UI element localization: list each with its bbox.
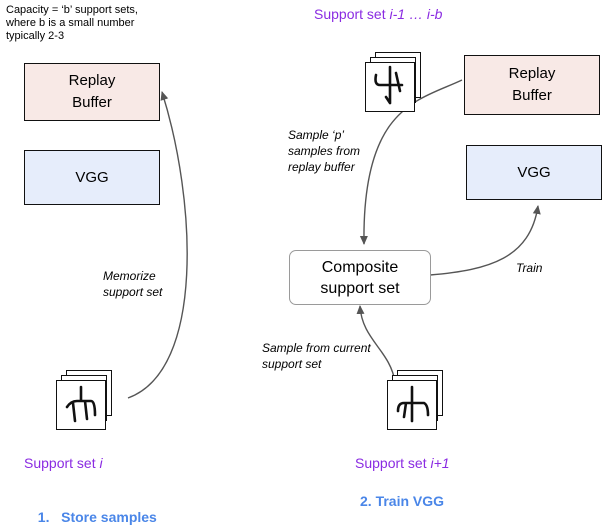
right-replay-buffer: Replay Buffer [464,55,600,115]
sample-current-arrow [356,305,396,383]
sample-replay-arrow [359,79,463,245]
handwritten-character-icon [374,65,404,105]
step-1-label: 1. Store samples [37,509,157,525]
handwritten-character-icon [65,385,97,423]
card-front [365,62,415,112]
sample-current-label: Sample from current support set [262,341,371,371]
right-support-set-header: Support set i-1 … i-b [314,6,443,22]
left-replay-buffer: Replay Buffer [24,63,160,121]
train-label: Train [516,261,543,275]
right-top-support-set-cards [365,52,435,122]
memorize-label: Memorize support set [103,269,163,299]
right-vgg-box: VGG [466,145,602,200]
card-front [387,380,437,430]
left-vgg-box: VGG [24,150,160,205]
sample-replay-label: Sample ‘p’ samples from replay buffer [288,128,361,174]
memorize-arrow [127,91,188,399]
handwritten-character-icon [396,385,430,423]
left-support-set-label: Support set i [24,455,103,471]
card-front [56,380,106,430]
train-arrow [429,205,541,276]
right-bottom-support-set-cards [387,370,457,440]
right-support-set-label: Support set i+1 [355,455,450,471]
step-2-label: 2. Train VGG [360,493,445,509]
left-support-set-cards [56,370,126,440]
capacity-note: Capacity = ‘b’ support sets, where b is … [6,4,138,42]
composite-support-set-box: Composite support set [289,250,431,305]
